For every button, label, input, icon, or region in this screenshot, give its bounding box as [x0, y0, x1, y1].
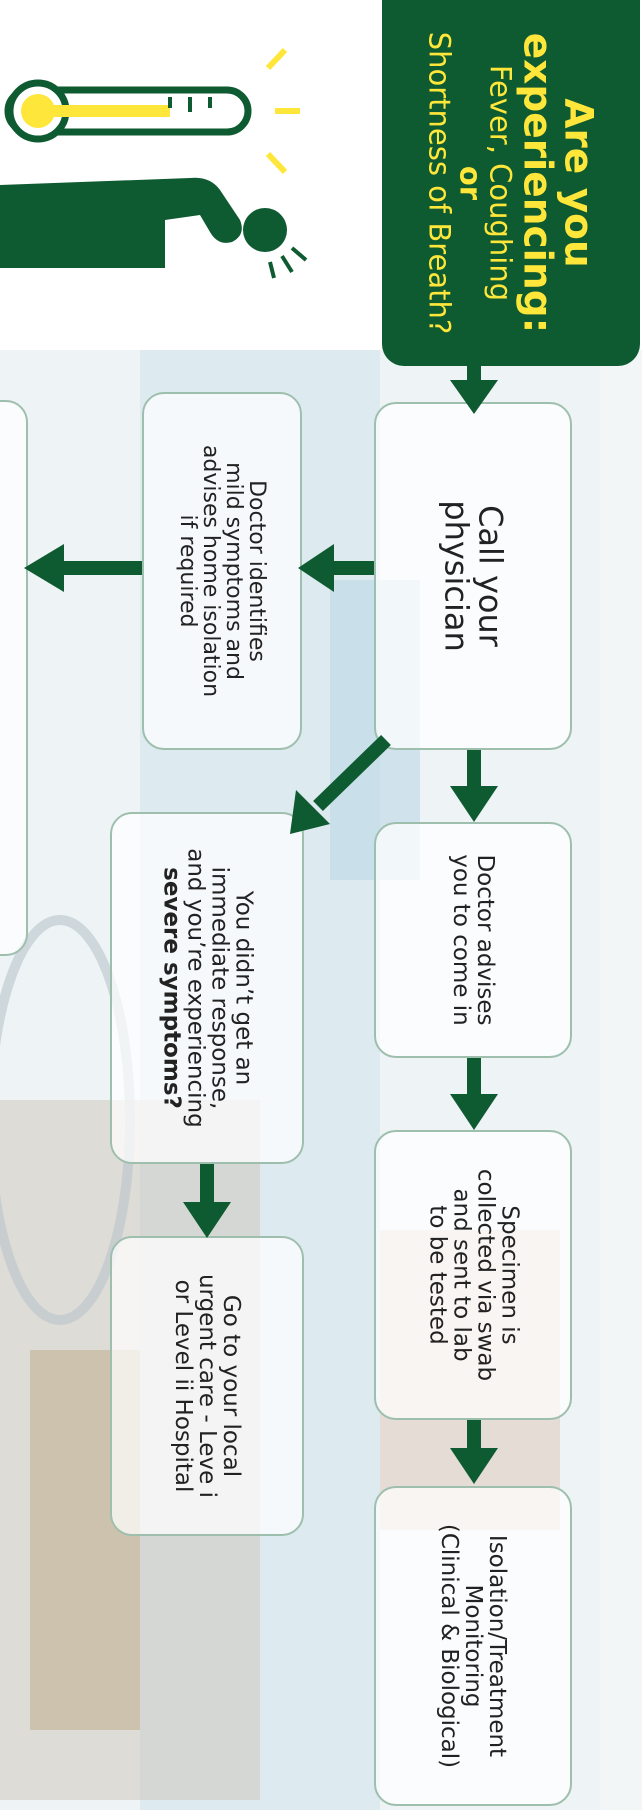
node-mild-symptoms: Doctor identifies mild symptoms and advi…: [142, 392, 302, 750]
arrow-header-to-call: [450, 366, 498, 414]
node-urgent-care: Go to your local urgent care - Leve i or…: [110, 1236, 304, 1536]
arrow-call-to-advises: [450, 750, 498, 822]
icons-group: [0, 47, 308, 279]
node-doctor-advises: Doctor advises you to come in: [374, 822, 572, 1058]
arrow-call-to-mild: [298, 544, 374, 592]
arrow-no-response-to-urgent: [183, 1164, 231, 1238]
node-partial-left: [0, 400, 28, 956]
arrow-advises-to-specimen: [450, 1058, 498, 1130]
node-isolation: Isolation/Treatment Monitoring (Clinical…: [374, 1486, 572, 1806]
thermometer-icon: [4, 47, 300, 175]
node-specimen: Specimen is collected via swab and sent …: [374, 1130, 572, 1420]
arrow-specimen-to-isolation: [450, 1420, 498, 1484]
coughing-person-icon: [0, 177, 308, 279]
arrow-mild-to-left: [24, 544, 142, 592]
arrow-call-to-no-response: [290, 734, 391, 834]
header-panel: Are you experiencing: Fever, Coughing or…: [382, 0, 640, 366]
node-call-physician: Call your physician: [374, 402, 572, 750]
node-no-response: You didn’t get an immediate response, an…: [110, 812, 304, 1164]
